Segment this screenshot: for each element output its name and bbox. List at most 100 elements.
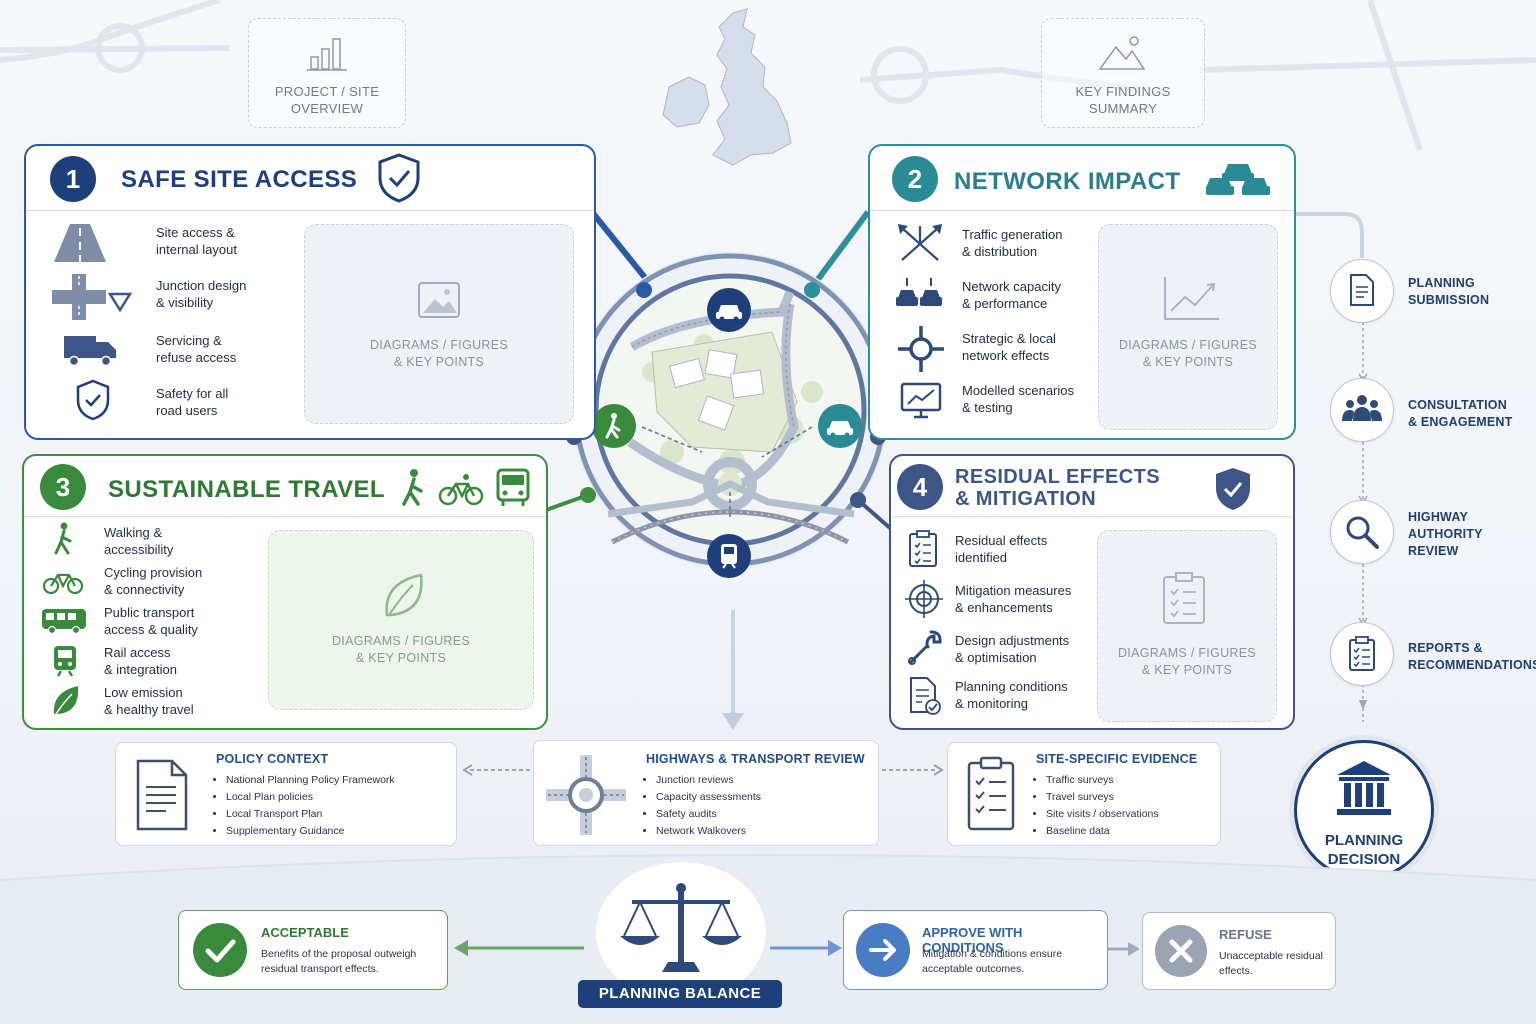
hub-node-p1	[636, 282, 652, 298]
highways-review-list: Junction reviews Capacity assessments Sa…	[646, 772, 761, 840]
panel-1-divider	[26, 210, 594, 211]
step-reports[interactable]	[1330, 622, 1394, 686]
panel-4-title: RESIDUAL EFFECTS & MITIGATION	[955, 466, 1160, 510]
policy-item: Supplementary Guidance	[226, 823, 395, 840]
step-4-label: REPORTS & RECOMMENDATIONS	[1408, 641, 1536, 672]
planning-decision-node[interactable]: PLANNING DECISION	[1294, 740, 1434, 880]
courthouse-icon	[1337, 761, 1391, 815]
planning-balance-label: PLANNING BALANCE	[578, 980, 782, 1008]
site-evidence-title: SITE-SPECIFIC EVIDENCE	[1036, 752, 1198, 766]
evidence-item: Traffic surveys	[1046, 772, 1159, 789]
monitor-chart-icon	[900, 382, 942, 419]
project-overview-card[interactable]: PROJECT / SITE OVERVIEW	[248, 18, 406, 128]
key-findings-label: KEY FINDINGS SUMMARY	[1075, 84, 1171, 116]
panel-2-item-1: Traffic generation & distribution	[962, 227, 1063, 259]
panel-4-item-1: Residual effects identified	[955, 533, 1048, 565]
panel-residual-effects: 4 RESIDUAL EFFECTS & MITIGATION Residual…	[889, 454, 1295, 730]
background-roads	[0, 0, 1536, 150]
highways-item: Junction reviews	[656, 772, 761, 789]
policy-document-icon	[136, 759, 188, 831]
outcome-acceptable[interactable]: ACCEPTABLE Benefits of the proposal outw…	[178, 910, 448, 990]
step-planning-submission[interactable]	[1330, 259, 1394, 323]
refuse-text: Unacceptable residual effects.	[1219, 950, 1323, 977]
bicycle-icon	[438, 474, 484, 506]
panel-network-impact: 2 NETWORK IMPACT Traffic generation & di…	[868, 144, 1296, 440]
evidence-item: Site visits / observations	[1046, 806, 1159, 823]
evidence-clipboard-icon	[967, 756, 1015, 831]
panel-4-item-4: Planning conditions & monitoring	[955, 679, 1068, 711]
walking-icon-hub	[592, 404, 636, 448]
panel-2-figure-placeholder[interactable]: DIAGRAMS / FIGURES & KEY POINTS	[1098, 224, 1278, 430]
highways-item: Network Walkovers	[656, 823, 761, 840]
highways-review-card[interactable]: HIGHWAYS & TRANSPORT REVIEW Junction rev…	[533, 740, 879, 846]
uk-map-icon	[662, 8, 792, 166]
conditions-text: Mitigation & conditions ensure acceptabl…	[922, 948, 1063, 975]
roundabout-icon	[898, 326, 944, 372]
leaf-item-icon	[53, 686, 79, 715]
panel-1-placeholder-label: DIAGRAMS / FIGURES & KEY POINTS	[369, 338, 509, 369]
policy-item: Local Plan policies	[226, 789, 395, 806]
panel-4-item-2: Mitigation measures & enhancements	[955, 583, 1072, 615]
evidence-item: Baseline data	[1046, 823, 1159, 840]
arrow-to-refuse	[1108, 942, 1140, 956]
check-icon	[193, 923, 247, 977]
distribution-arrows-icon	[898, 224, 942, 261]
step-highway-review[interactable]	[1330, 500, 1394, 564]
arrow-to-conditions	[770, 940, 842, 956]
site-evidence-card[interactable]: SITE-SPECIFIC EVIDENCE Traffic surveys T…	[947, 742, 1221, 846]
dashed-arrow-right	[882, 764, 944, 776]
panel-3-item-3: Public transport access & quality	[104, 605, 198, 637]
panel-1-item-2: Junction design & visibility	[156, 278, 247, 310]
step-2-label: CONSULTATION & ENGAGEMENT	[1408, 398, 1513, 429]
step-consultation[interactable]	[1330, 378, 1394, 442]
conditions-title: APPROVE WITH CONDITIONS	[922, 925, 1023, 955]
arrow-right-icon	[856, 923, 910, 977]
line-chart-icon	[1164, 277, 1219, 320]
panel-3-figure-placeholder[interactable]: DIAGRAMS / FIGURES & KEY POINTS	[268, 530, 534, 710]
central-hub	[572, 252, 888, 578]
bus-icon	[496, 468, 530, 506]
panel-4-placeholder-label: DIAGRAMS / FIGURES & KEY POINTS	[1117, 646, 1257, 677]
panel-3-item-2: Cycling provision & connectivity	[104, 565, 203, 597]
panel-2-item-2: Network capacity & performance	[962, 279, 1061, 311]
road-icon	[54, 224, 106, 262]
key-findings-card[interactable]: KEY FINDINGS SUMMARY	[1041, 18, 1205, 128]
policy-item: Local Transport Plan	[226, 806, 395, 823]
safety-shield-icon	[76, 379, 110, 421]
bar-chart-icon	[307, 38, 347, 71]
junction-roundabout-icon	[546, 755, 626, 835]
target-icon	[905, 580, 943, 618]
panel-safe-site-access: 1 SAFE SITE ACCESS Site access & interna…	[24, 144, 596, 440]
car-icon-top	[707, 288, 751, 332]
clipboard-checklist-icon	[1163, 572, 1205, 624]
walking-icon	[402, 469, 423, 506]
train-item-icon	[54, 646, 76, 677]
leaf-icon	[385, 573, 423, 617]
panel-1-number: 1	[50, 156, 96, 202]
acceptable-title: ACCEPTABLE	[261, 925, 349, 940]
hub-node-p3	[580, 487, 596, 503]
panel-3-item-1: Walking & accessibility	[104, 525, 174, 557]
shield-check-solid-icon	[1216, 468, 1250, 510]
panel-1-title: SAFE SITE ACCESS	[121, 166, 358, 193]
panel-3-divider	[24, 516, 546, 517]
panel-1-item-3: Servicing & refuse access	[156, 333, 237, 365]
policy-context-list: National Planning Policy Framework Local…	[216, 772, 395, 840]
hub-node-p4	[850, 492, 866, 508]
cross-icon	[1155, 925, 1207, 977]
checklist-icon	[909, 530, 937, 567]
magnifier-icon	[1346, 516, 1379, 549]
panel-3-number: 3	[40, 464, 86, 510]
policy-context-card[interactable]: POLICY CONTEXT National Planning Policy …	[115, 742, 457, 846]
panel-4-figure-placeholder[interactable]: DIAGRAMS / FIGURES & KEY POINTS	[1097, 530, 1277, 722]
panel-1-figure-placeholder[interactable]: DIAGRAMS / FIGURES & KEY POINTS	[304, 224, 574, 424]
outcome-refuse[interactable]: REFUSE Unacceptable residual effects.	[1142, 912, 1336, 990]
acceptable-text: Benefits of the proposal outweigh residu…	[261, 948, 417, 975]
panel-3-item-4: Rail access & integration	[104, 645, 177, 677]
panel-2-number: 2	[892, 156, 938, 202]
truck-icon	[64, 336, 116, 367]
step-1-label: PLANNING SUBMISSION	[1408, 276, 1490, 307]
outcome-approve-conditions[interactable]: APPROVE WITH CONDITIONS Mitigation & con…	[843, 910, 1108, 990]
evidence-item: Travel surveys	[1046, 789, 1159, 806]
